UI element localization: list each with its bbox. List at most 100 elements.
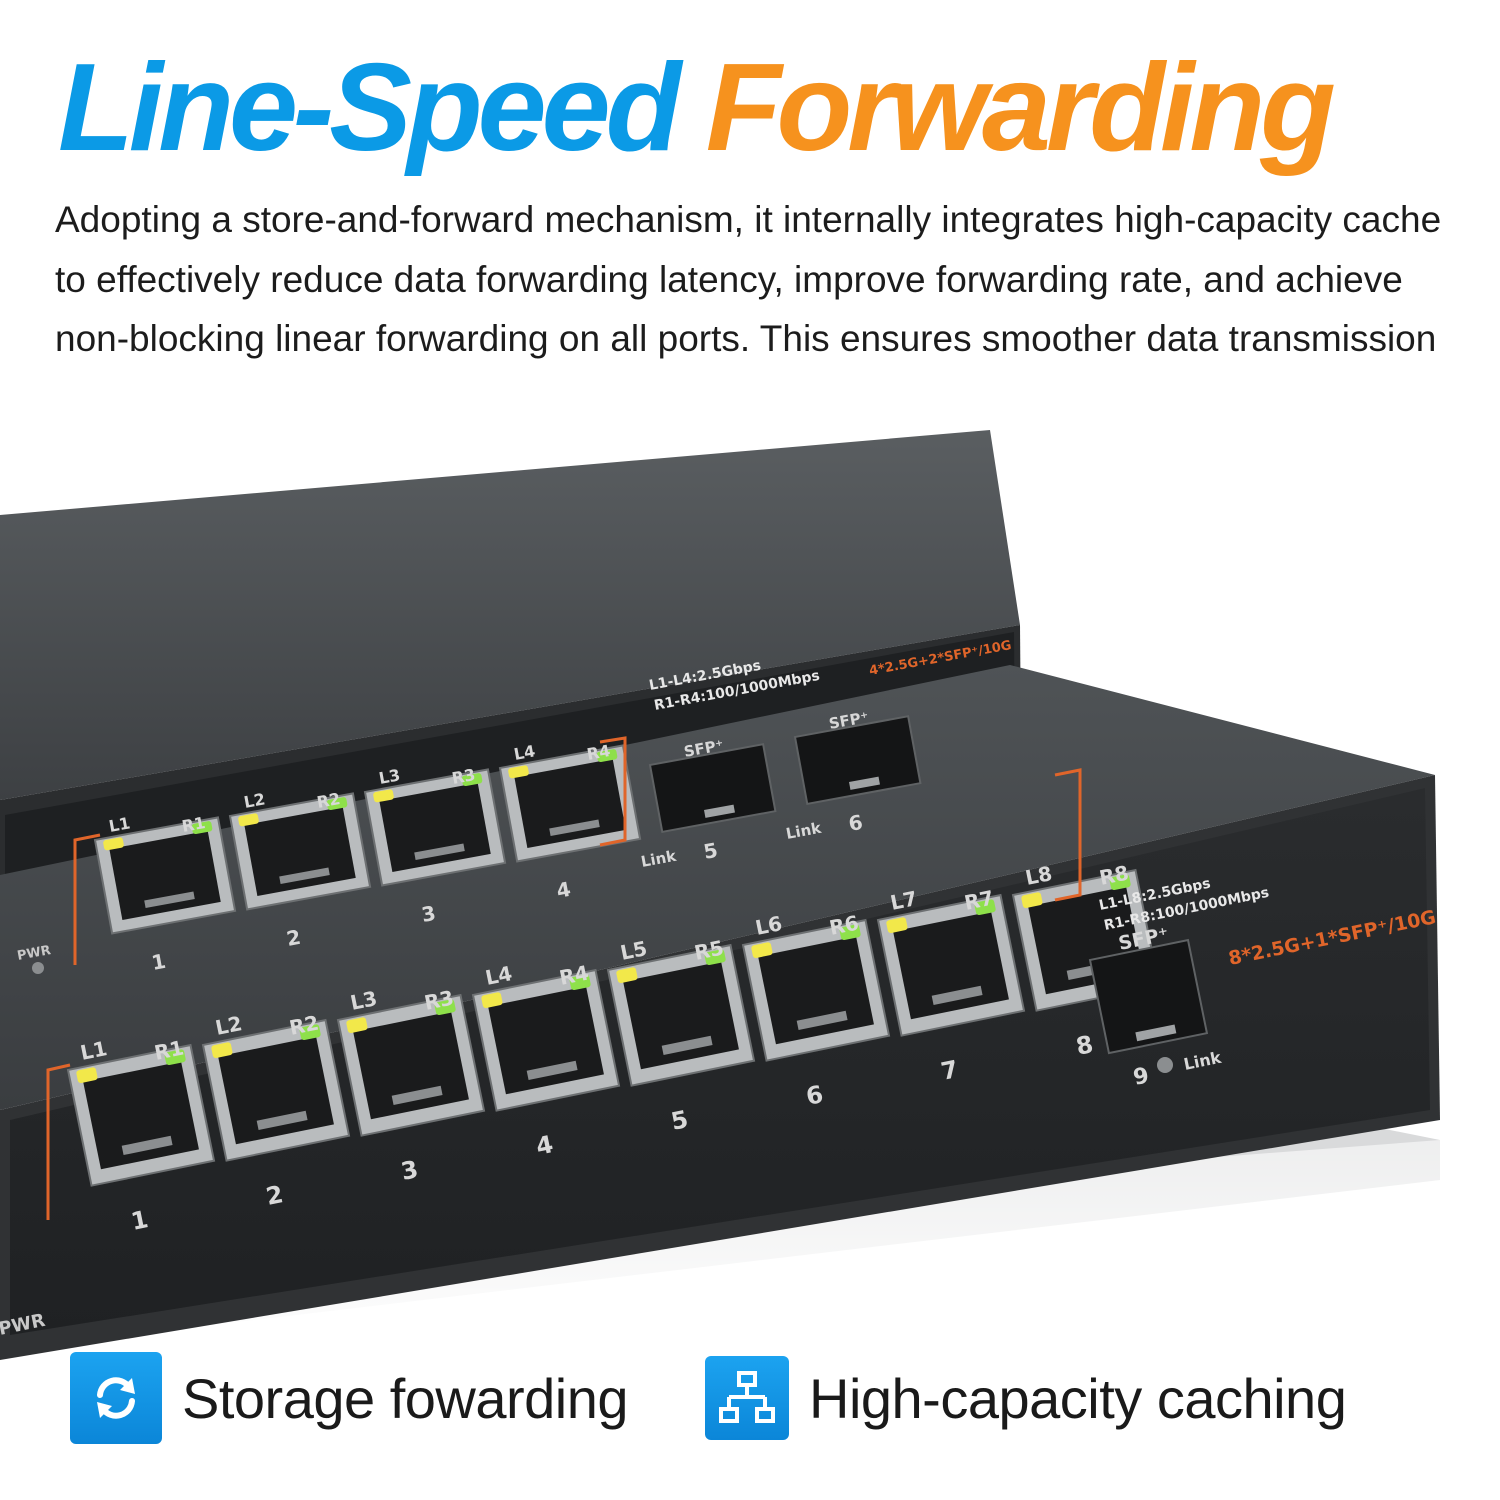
led-right xyxy=(569,974,591,991)
pwr-label: PWR xyxy=(16,943,52,964)
led-left xyxy=(238,813,259,827)
port-contacts xyxy=(414,843,465,860)
led-right xyxy=(299,1024,321,1041)
panel-bracket xyxy=(73,833,101,965)
port-number: 7 xyxy=(939,1055,961,1086)
l-label: L8 xyxy=(1023,861,1054,890)
l-label: L1 xyxy=(107,813,131,836)
port-number: 4 xyxy=(534,1130,556,1161)
description: Adopting a store-and-forward mechanism, … xyxy=(55,199,1442,359)
port-number: 3 xyxy=(399,1155,421,1186)
sfp-cage xyxy=(648,743,777,834)
led-right xyxy=(326,797,348,811)
l-label: L1 xyxy=(78,1036,109,1065)
r-label: R4 xyxy=(585,741,611,764)
r-label: R6 xyxy=(827,911,861,940)
r-label: R2 xyxy=(287,1011,321,1040)
led-left xyxy=(103,837,124,851)
sfp-latch xyxy=(849,776,880,790)
port-contacts xyxy=(121,1135,173,1156)
panel-bracket xyxy=(1054,768,1082,902)
port-number: 1 xyxy=(150,949,168,975)
feature-label: Storage fowarding xyxy=(182,1366,629,1430)
port-contacts xyxy=(796,1010,848,1031)
r-label: R1 xyxy=(152,1036,186,1065)
rj45-port xyxy=(363,768,507,887)
led-left xyxy=(751,942,773,958)
rj45-port xyxy=(336,993,486,1137)
sfp-cage xyxy=(1088,938,1209,1055)
port-contacts xyxy=(279,867,330,884)
sfp-port xyxy=(648,743,777,834)
sfp-number: 5 xyxy=(702,838,720,864)
led-right xyxy=(704,949,726,966)
network-hierarchy-icon xyxy=(705,1356,789,1440)
rj45-port xyxy=(93,816,237,935)
sfp-number: 6 xyxy=(847,810,865,836)
port-number: 6 xyxy=(804,1080,826,1111)
l-label: L4 xyxy=(512,741,536,764)
sfp-cage xyxy=(793,715,922,806)
refresh-icon xyxy=(70,1352,162,1444)
sfp-latch xyxy=(1135,1024,1177,1042)
l-label: L2 xyxy=(242,789,266,812)
port-number: 2 xyxy=(264,1180,286,1211)
led-right xyxy=(839,924,861,941)
sfp-port xyxy=(793,715,922,806)
led-right xyxy=(434,999,456,1016)
headline-line-speed: Line-Speed xyxy=(58,39,681,177)
l-label: L7 xyxy=(888,886,919,915)
r-label: R5 xyxy=(692,936,726,965)
l-label: L2 xyxy=(213,1011,244,1040)
led-right xyxy=(1109,874,1131,891)
r-label: R1 xyxy=(180,813,206,836)
led-right xyxy=(974,899,996,916)
pwr-led xyxy=(32,962,44,974)
led-left xyxy=(481,992,503,1008)
sfp-port xyxy=(1088,938,1209,1055)
port-contacts xyxy=(661,1035,713,1056)
led-left xyxy=(1021,892,1043,908)
rj45-port xyxy=(471,968,621,1112)
led-left xyxy=(616,967,638,983)
port-contacts xyxy=(391,1085,443,1106)
r-label: R8 xyxy=(1097,861,1131,890)
sfp-latch xyxy=(704,804,735,818)
port-number: 8 xyxy=(1074,1030,1096,1061)
port-number: 5 xyxy=(669,1105,691,1136)
feature-storage-forwarding: Storage fowarding xyxy=(70,1352,629,1444)
port-number: 3 xyxy=(420,901,438,927)
port-contacts xyxy=(256,1110,308,1131)
headline: Line-Speed Forwarding xyxy=(58,46,1336,170)
led-left xyxy=(76,1067,98,1083)
led-right xyxy=(461,773,483,787)
port-number: 4 xyxy=(555,877,573,903)
r-label: R3 xyxy=(450,765,476,788)
led-left xyxy=(373,789,394,803)
rj45-port xyxy=(606,943,756,1087)
r-label: R7 xyxy=(962,886,996,915)
l-label: L3 xyxy=(377,765,401,788)
rj45-port xyxy=(228,792,372,911)
led-right xyxy=(191,821,213,835)
port-contacts xyxy=(549,819,600,836)
rj45-port xyxy=(741,918,891,1062)
feature-high-capacity-caching: High-capacity caching xyxy=(705,1352,1347,1444)
link-led xyxy=(1157,1057,1173,1073)
led-left xyxy=(886,917,908,933)
headline-forwarding: Forwarding xyxy=(705,39,1336,177)
rj45-port xyxy=(201,1018,351,1162)
led-right xyxy=(596,749,618,763)
sfp-number: 9 xyxy=(1131,1063,1151,1091)
led-left xyxy=(346,1017,368,1033)
l-label: L3 xyxy=(348,986,379,1015)
led-right xyxy=(164,1049,186,1066)
port-contacts xyxy=(526,1060,578,1081)
led-left xyxy=(508,765,529,779)
r-label: R2 xyxy=(315,789,341,812)
l-label: L5 xyxy=(618,936,649,965)
port-contacts xyxy=(931,985,983,1006)
